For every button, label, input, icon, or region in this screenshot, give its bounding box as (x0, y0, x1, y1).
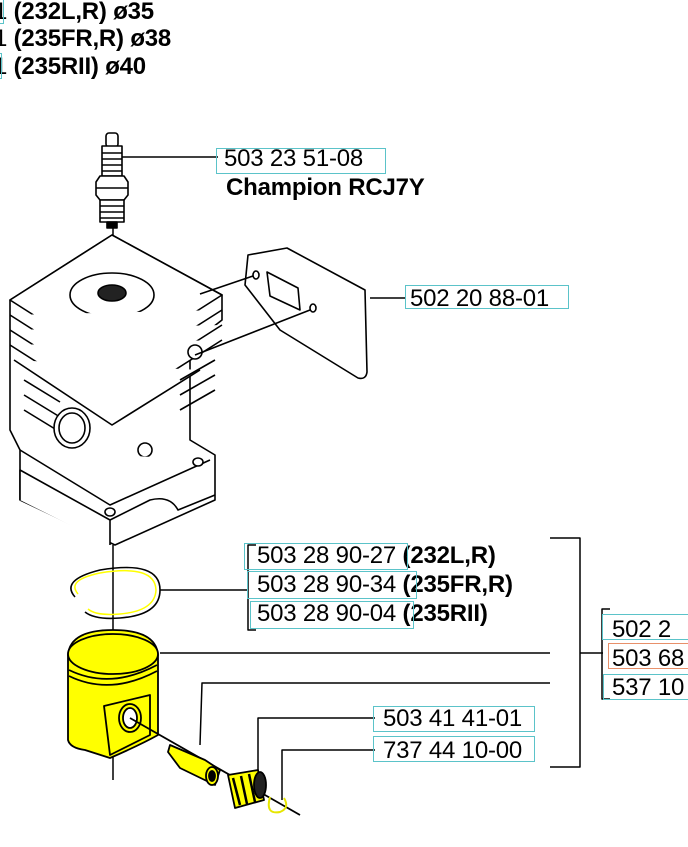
ring-models: (232L,R) (402, 542, 496, 569)
header-line-3: 1 (235RII) ø40 (0, 53, 146, 80)
circlip-leader (281, 749, 375, 800)
bearing-leader (257, 717, 375, 780)
kit-option-1[interactable]: 502 2 (602, 614, 688, 642)
piston-ring (70, 566, 161, 620)
spark-plug (95, 132, 129, 229)
header-diameter: ø40 (105, 53, 146, 80)
exhaust-gasket (194, 247, 368, 380)
ring-models: (235RII) (402, 600, 488, 627)
cylinder (9, 234, 223, 546)
ring-part-number: 503 28 90-04 (250, 601, 414, 629)
piston-ring-option-3[interactable]: 503 28 90-04 (235RII) (250, 600, 488, 629)
main-bracket (550, 537, 581, 768)
gasket-part-number[interactable]: 502 20 88-01 (405, 285, 569, 311)
header-models: (235FR,R) (13, 25, 124, 52)
ring-part-number: 503 28 90-34 (247, 571, 417, 599)
header-models: (232L,R) (13, 0, 107, 25)
ring-models: (235FR,R) (402, 571, 513, 598)
pin-leader (199, 682, 550, 746)
header-diameter: ø38 (130, 25, 172, 52)
piston-pin (167, 744, 221, 786)
header-part-suffix[interactable]: 1 (0, 25, 8, 52)
header-models: (235RII) (13, 53, 99, 80)
spark-plug-description: Champion RCJ7Y (226, 174, 425, 201)
ring-part-number: 503 28 90-27 (244, 543, 408, 570)
needle-bearing (227, 769, 267, 809)
kit-option-3[interactable]: 537 10 (603, 674, 688, 700)
header-diameter: ø35 (113, 0, 154, 25)
kit-bracket (601, 608, 610, 700)
piston (67, 629, 301, 816)
needle-bearing-part-number[interactable]: 503 41 41-01 (373, 706, 535, 732)
spark-plug-part-number[interactable]: 503 23 51-08 (216, 147, 386, 174)
circlip (267, 796, 288, 814)
kit-option-2[interactable]: 503 68 (608, 643, 688, 671)
header-line-2: 1 (235FR,R) ø38 (0, 27, 171, 51)
piston-ring-option-1[interactable]: 503 28 90-27 (232L,R) (244, 542, 496, 570)
ring-bracket (247, 544, 256, 631)
piston-ring-option-2[interactable]: 503 28 90-34 (235FR,R) (247, 571, 513, 599)
header-line-1: 1 (232L,R) ø35 (0, 0, 154, 24)
circlip-part-number[interactable]: 737 44 10-00 (373, 736, 535, 763)
